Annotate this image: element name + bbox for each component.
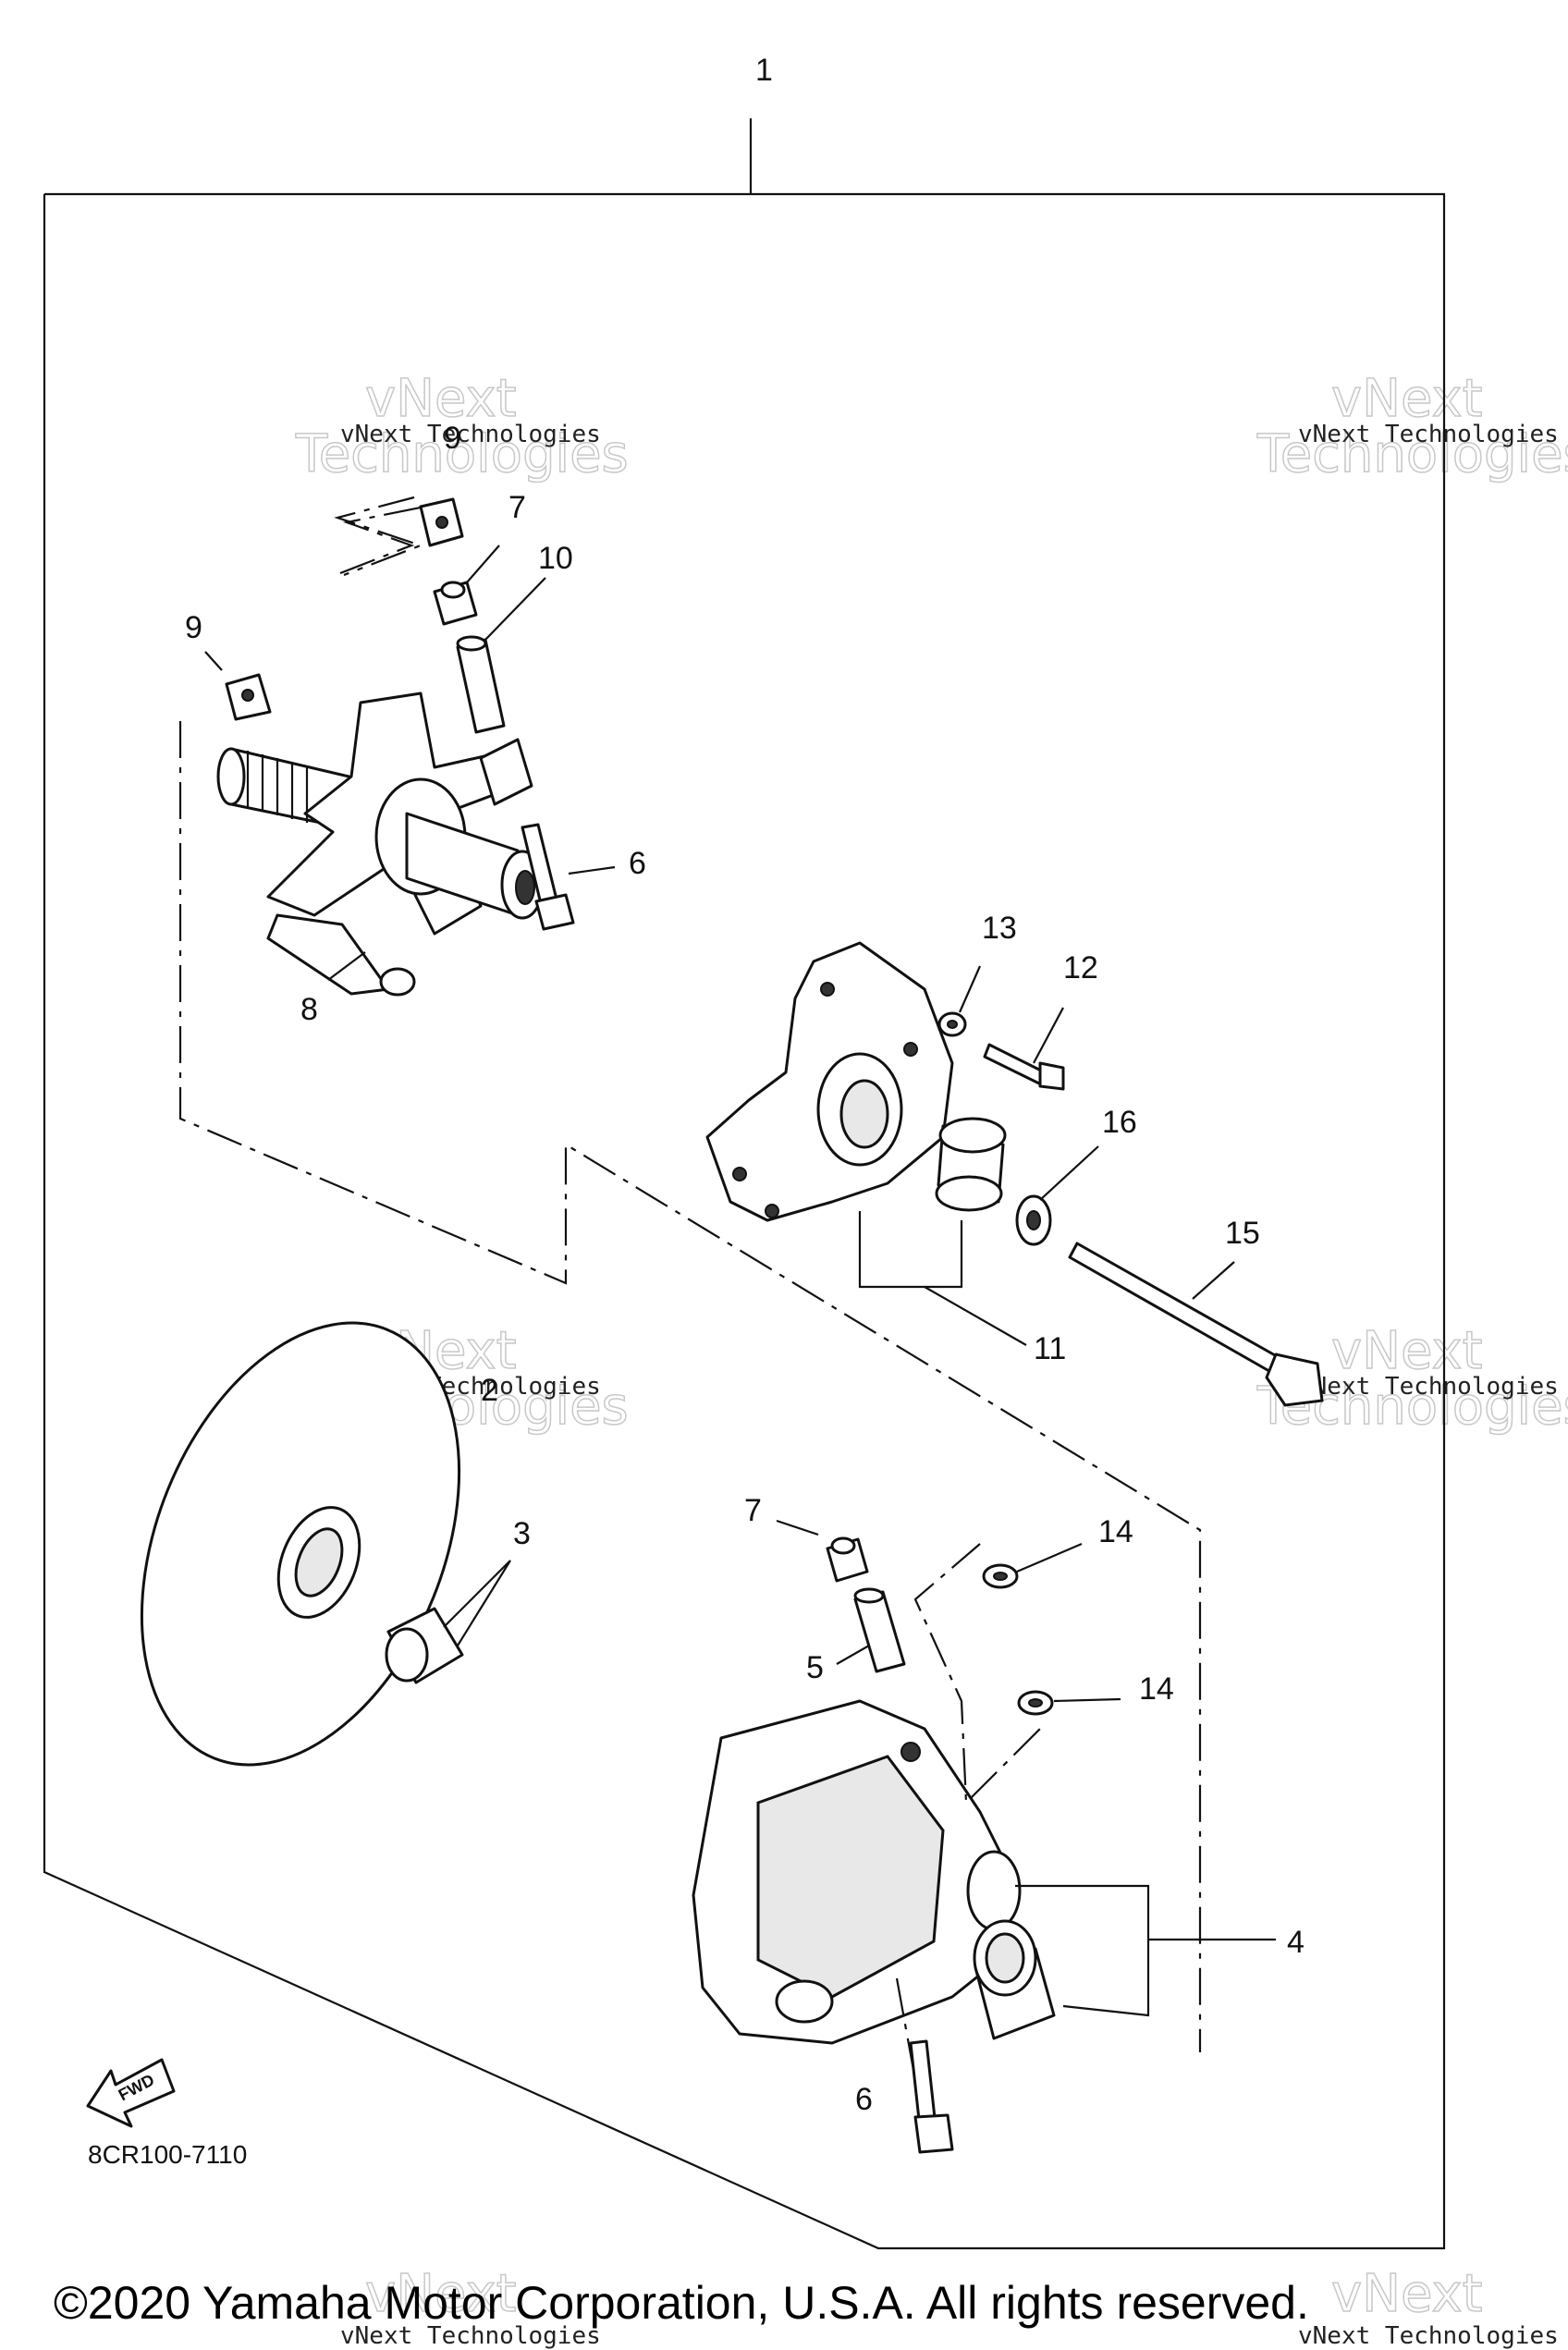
- nut-top: [433, 545, 500, 626]
- watermark-top-right: vNext Technologies vNext Technologies: [1256, 368, 1568, 485]
- leader-8: [327, 951, 366, 981]
- bolt-bottom: [909, 2039, 954, 2154]
- dashed-lower: [913, 1543, 1046, 1805]
- washer-16: [1015, 1145, 1099, 1246]
- washer-13: [937, 965, 982, 1037]
- slider-block-top: [419, 497, 464, 547]
- washer-14-bottom: [1017, 1690, 1121, 1716]
- bolt-15: [1068, 1242, 1324, 1407]
- callout-6-top: 6: [629, 846, 646, 881]
- callout-10: 10: [538, 541, 573, 576]
- callout-2: 2: [481, 1373, 498, 1408]
- pin-10: [456, 577, 546, 734]
- svg-text:vNext: vNext: [1331, 1321, 1483, 1381]
- drawing-code: 8CR100-7110: [88, 2140, 247, 2169]
- svg-text:vNext: vNext: [1331, 369, 1483, 429]
- callout-labels: 1 2 3 4 5 6 6 7 7 8 9 9 10 11 12 13 14 1…: [185, 53, 1305, 2117]
- svg-text:vNext: vNext: [365, 369, 517, 429]
- callout-14-bottom: 14: [1139, 1671, 1174, 1707]
- svg-text:vNext: vNext: [1331, 2264, 1483, 2324]
- assembly-frame: [43, 118, 1446, 2250]
- callout-9-top: 9: [444, 421, 461, 456]
- callout-15: 15: [1225, 1216, 1260, 1251]
- callout-7-top: 7: [508, 490, 526, 525]
- watermark-bottom-right: vNext vNext Technologies: [1298, 2263, 1559, 2350]
- callout-11: 11: [1034, 1331, 1066, 1366]
- callout-6-bottom: 6: [855, 2082, 873, 2117]
- callout-1: 1: [755, 53, 773, 88]
- svg-text:vNext Technologies: vNext Technologies: [1298, 421, 1559, 448]
- bushing-11: [858, 1117, 1027, 1346]
- callout-8: 8: [300, 992, 318, 1027]
- callout-9-left: 9: [185, 610, 202, 645]
- sheave-disc: [140, 1321, 461, 1767]
- callout-5: 5: [806, 1650, 824, 1685]
- nut-bottom: [776, 1519, 869, 1583]
- lower-housing: [692, 1699, 1022, 2045]
- callout-3: 3: [513, 1516, 531, 1551]
- bushing-4: [973, 1884, 1276, 2040]
- bolt-12: [983, 1007, 1065, 1091]
- svg-text:Technologies: Technologies: [295, 424, 629, 484]
- pin-5: [836, 1587, 906, 1673]
- callout-14-top: 14: [1098, 1514, 1133, 1549]
- copyright-notice: ©2020 Yamaha Motor Corporation, U.S.A. A…: [54, 2277, 1309, 2329]
- spider-assembly: [216, 692, 545, 997]
- bolt-top: [521, 823, 616, 931]
- callout-7-bottom: 7: [744, 1493, 762, 1528]
- svg-text:vNext Technologies: vNext Technologies: [340, 421, 601, 448]
- svg-text:Technologies: Technologies: [1256, 424, 1568, 484]
- cover-plate: [705, 941, 954, 1222]
- watermark-bottom-left: vNext vNext Technologies: [340, 2263, 601, 2350]
- dashed-outlines: [178, 496, 1202, 2052]
- fwd-arrow-icon: FWD: [86, 2058, 176, 2128]
- svg-text:vNext Technologies: vNext Technologies: [1298, 1373, 1559, 1401]
- svg-text:vNext Technologies: vNext Technologies: [1298, 2322, 1559, 2350]
- shaft-threads: [246, 751, 309, 823]
- watermark-top-left: vNext Technologies vNext Technologies: [294, 368, 629, 485]
- callout-12: 12: [1063, 950, 1098, 985]
- svg-text:vNext Technologies: vNext Technologies: [340, 2322, 601, 2350]
- callout-4: 4: [1287, 1925, 1305, 1960]
- slider-block-left: [204, 651, 272, 721]
- callout-16: 16: [1102, 1105, 1137, 1140]
- collar-3: [385, 1560, 511, 1684]
- svg-text:vNext: vNext: [365, 2264, 517, 2324]
- washer-14-top: [982, 1542, 1083, 1589]
- callout-13: 13: [982, 911, 1017, 946]
